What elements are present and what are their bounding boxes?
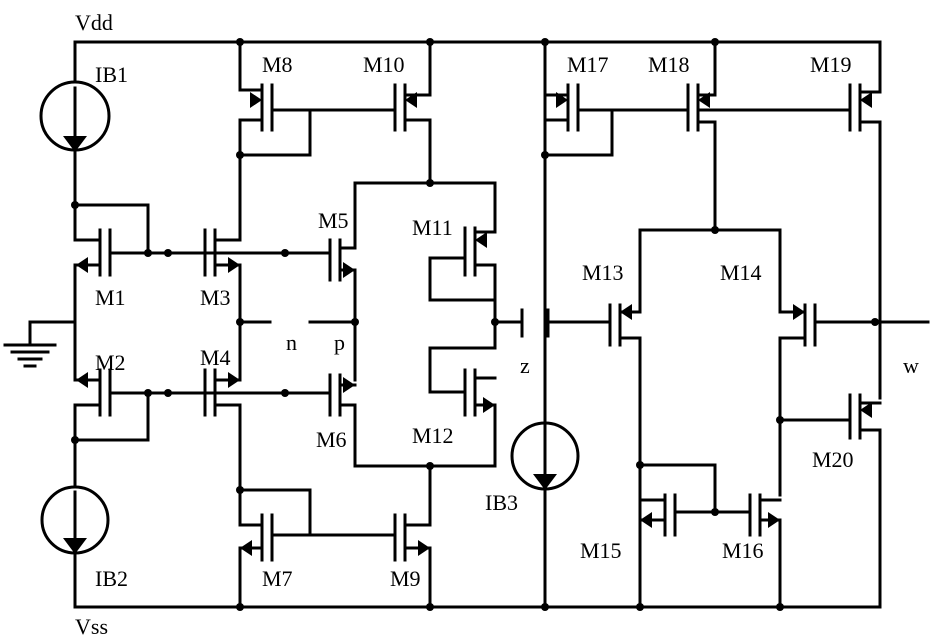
ib3-label: IB3 (485, 490, 518, 515)
transistor-m9 (393, 464, 432, 609)
m15-label: M15 (580, 538, 622, 563)
transistor-m20 (778, 393, 882, 609)
transistor-m3 (203, 153, 332, 382)
transistor-m11 (428, 181, 497, 350)
m1-label: M1 (95, 285, 126, 310)
node-n-label: n (286, 330, 297, 355)
transistor-m2 (73, 368, 217, 442)
m10-label: M10 (363, 52, 405, 77)
m3-label: M3 (200, 285, 231, 310)
m8-label: M8 (262, 52, 293, 77)
vss-label: Vss (75, 614, 108, 637)
current-source-ib2 (40, 438, 110, 609)
m20-label: M20 (812, 447, 854, 472)
node-z-wire (493, 308, 612, 338)
m16-label: M16 (722, 538, 764, 563)
m19-label: M19 (810, 52, 852, 77)
node-w-label: w (903, 353, 919, 378)
m6-label: M6 (316, 427, 347, 452)
m12-label: M12 (412, 423, 454, 448)
m14-label: M14 (720, 260, 762, 285)
node-z-label: z (520, 353, 530, 378)
m17-label: M17 (567, 52, 609, 77)
transistor-m6 (328, 373, 497, 468)
m13-label: M13 (582, 260, 624, 285)
transistor-m8 (238, 40, 397, 157)
m5-label: M5 (318, 208, 349, 233)
transistor-m18 (686, 40, 852, 232)
m9-label: M9 (390, 566, 421, 591)
ib1-label: IB1 (95, 62, 128, 87)
transistor-m7 (238, 488, 397, 609)
m4-label: M4 (200, 345, 231, 370)
vdd-label: Vdd (75, 10, 113, 35)
node-p-label: p (334, 330, 345, 355)
m11-label: M11 (412, 215, 453, 240)
current-source-ib3 (510, 40, 580, 609)
m18-label: M18 (648, 52, 690, 77)
transistor-m4 (203, 368, 332, 527)
transistor-m17 (543, 83, 690, 157)
transistor-m13 (608, 228, 642, 522)
transistor-m10 (393, 40, 432, 185)
transistor-m19 (848, 83, 882, 400)
transistor-m16 (748, 493, 782, 609)
transistor-m12 (428, 346, 497, 468)
m7-label: M7 (262, 566, 293, 591)
transistor-m1 (73, 203, 217, 382)
m2-label: M2 (95, 350, 126, 375)
current-source-ib1 (39, 40, 111, 207)
junction-dots (71, 38, 879, 611)
transistor-m15 (638, 463, 752, 609)
ib2-label: IB2 (95, 566, 128, 591)
ground-symbol (3, 320, 77, 368)
